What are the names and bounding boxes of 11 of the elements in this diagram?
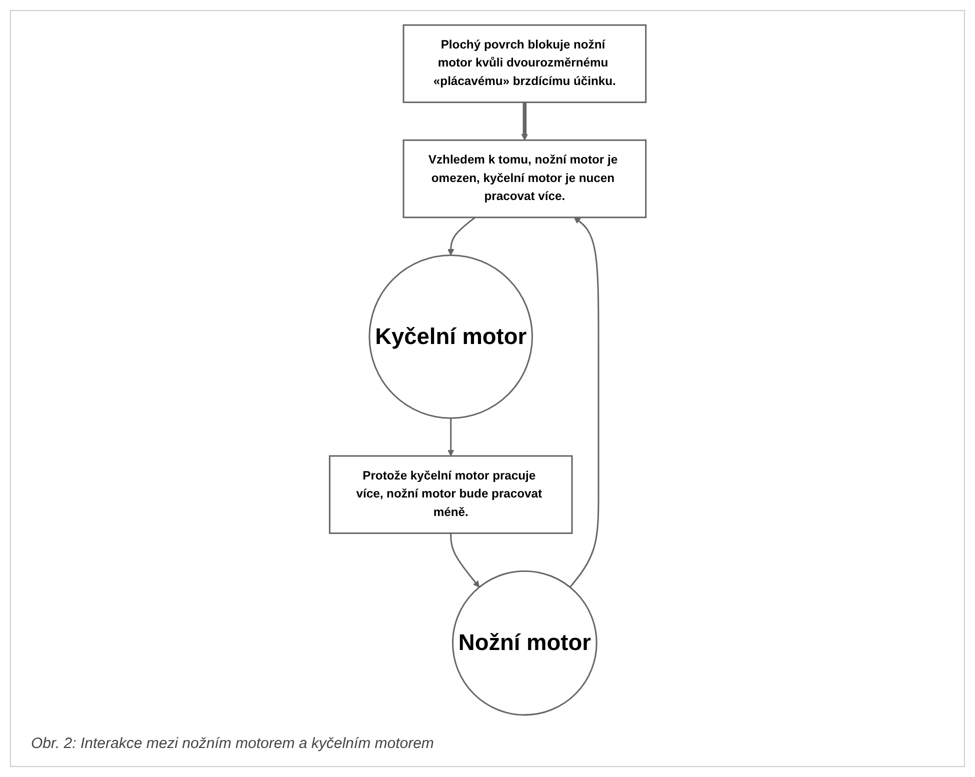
arrow xyxy=(569,217,599,588)
arrow xyxy=(447,216,476,256)
arrow xyxy=(521,102,528,140)
arrow xyxy=(450,533,480,588)
figure-caption: Obr. 2: Interakce mezi nožním motorem a kyčelním motorem xyxy=(30,734,435,754)
node-box: Plochý povrch blokuje nožní motor kvůli dvourozměrnému «plácavému» brzdícímu účinku. xyxy=(402,24,646,104)
arrow xyxy=(447,418,454,456)
node-circle: Nožní motor xyxy=(452,570,598,716)
node-circle: Kyčelní motor xyxy=(368,254,533,419)
node-box: Protože kyčelní motor pracuje více, nožní motor bude pracovat méně. xyxy=(328,455,572,534)
node-box: Vzhledem k tomu, nožní motor je omezen, kyčelní motor je nucen pracovat více. xyxy=(402,139,646,218)
